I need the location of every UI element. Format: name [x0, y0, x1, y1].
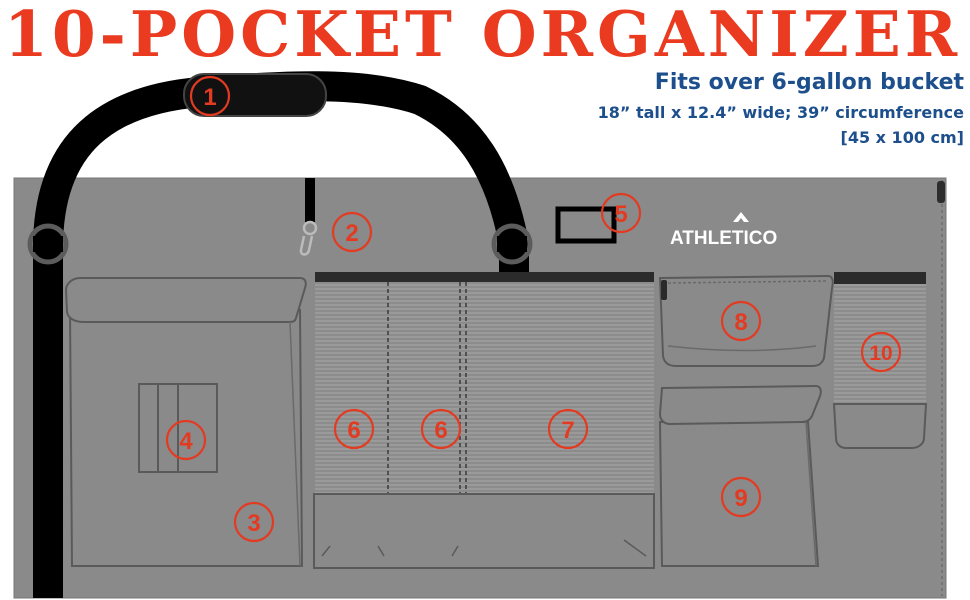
strap-ring-right	[491, 223, 533, 265]
mesh-side-pocket	[832, 272, 928, 449]
metric-dimensions-text: [45 x 100 cm]	[840, 128, 964, 147]
brand-logo: ATHLETICO	[670, 212, 777, 249]
callout-1: 1	[189, 75, 231, 117]
mesh-pocket-center	[313, 272, 655, 569]
svg-text:2: 2	[345, 220, 358, 247]
svg-text:7: 7	[561, 417, 574, 444]
svg-text:10: 10	[869, 342, 892, 365]
product-title: 10-POCKET ORGANIZER	[4, 0, 962, 71]
pen-slot-pocket	[138, 383, 218, 473]
key-clip-icon	[299, 178, 318, 256]
brand-name: ATHLETICO	[670, 228, 777, 249]
svg-text:9: 9	[734, 485, 747, 512]
callout-4: 4	[165, 419, 207, 461]
label-loop	[555, 206, 617, 244]
svg-text:4: 4	[179, 428, 193, 455]
svg-text:8: 8	[734, 309, 747, 336]
svg-text:6: 6	[434, 417, 447, 444]
callout-9: 9	[720, 476, 762, 518]
bucket-fit-text: Fits over 6-gallon bucket	[654, 70, 964, 95]
callout-5: 5	[600, 192, 642, 234]
svg-text:5: 5	[614, 201, 627, 228]
svg-text:3: 3	[247, 510, 260, 537]
flap-pocket-right	[658, 384, 822, 567]
callout-6a: 6	[333, 408, 375, 450]
callout-10: 10	[860, 331, 902, 373]
svg-text:6: 6	[347, 417, 360, 444]
strap-ring-left	[27, 223, 69, 265]
callout-8: 8	[720, 300, 762, 342]
zip-pouch-pocket	[658, 274, 834, 367]
side-zipper	[937, 180, 945, 596]
dimensions-text: 18” tall x 12.4” wide; 39” circumference	[597, 103, 964, 122]
callout-3: 3	[233, 501, 275, 543]
callout-7: 7	[547, 408, 589, 450]
svg-text:1: 1	[203, 84, 216, 111]
strap-shoulder-pad	[183, 73, 327, 117]
callout-2: 2	[331, 211, 373, 253]
callout-6b: 6	[420, 408, 462, 450]
